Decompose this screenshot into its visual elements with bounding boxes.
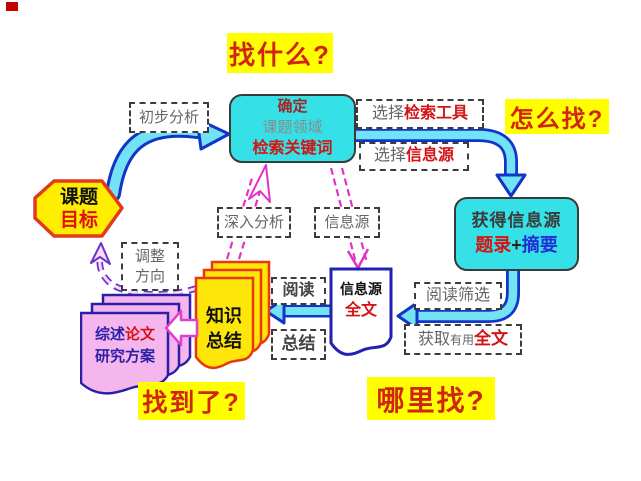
label-adjust-direction: 调整 方向 — [121, 242, 179, 291]
review-pages — [79, 293, 192, 395]
label-summarize: 总结 — [271, 329, 326, 360]
slide-bullet-icon — [6, 2, 18, 11]
dashed-feedback-deep-analysis — [225, 164, 271, 260]
topic-goal-text: 课题 目标 — [59, 187, 98, 231]
label-info-source: 信息源 — [314, 207, 380, 238]
label-deep-analysis: 深入分析 — [217, 207, 291, 238]
question-what: 找什么? — [227, 33, 333, 73]
arrow-define-to-obtain — [349, 128, 527, 198]
label-read: 阅读 — [271, 277, 326, 305]
knowledge-summary-text: 知识 总结 — [206, 306, 242, 351]
question-how: 怎么找? — [505, 99, 609, 134]
node-obtain-info-source: 获得信息源 题录+摘要 — [454, 197, 579, 271]
label-get-useful-fulltext: 获取有用全文 — [404, 324, 522, 355]
doc-knowledge-summary: 知识 总结 — [194, 260, 274, 372]
hexagon-shape — [33, 179, 124, 238]
arrow-knowledge-to-review — [164, 309, 199, 347]
label-select-search-tool: 选择检索工具 — [356, 99, 484, 129]
doc-review-paper: 综述论文 研究方案 — [79, 293, 192, 397]
fulltext-source-text: 信息源 全文 — [340, 281, 382, 319]
label-select-info-source: 选择信息源 — [359, 142, 469, 171]
doc-fulltext-source: 信息源 全文 — [329, 267, 393, 359]
review-paper-text: 综述论文 研究方案 — [94, 326, 156, 365]
knowledge-pages — [194, 260, 271, 370]
question-found: 找到了? — [138, 382, 245, 420]
dashed-arrow-adjust-direction — [90, 242, 199, 298]
label-preliminary-analysis: 初步分析 — [129, 102, 209, 133]
label-read-filter: 阅读筛选 — [414, 282, 502, 310]
node-define-topic: 确定 课题领域 检索关键词 — [229, 94, 356, 163]
arrow-obtain-to-fulltext — [396, 261, 520, 331]
question-where: 哪里找? — [367, 377, 495, 420]
node-topic-goal: 课题 目标 — [33, 179, 125, 238]
fulltext-page — [329, 267, 393, 356]
arrow-fulltext-to-knowledge — [264, 297, 337, 325]
